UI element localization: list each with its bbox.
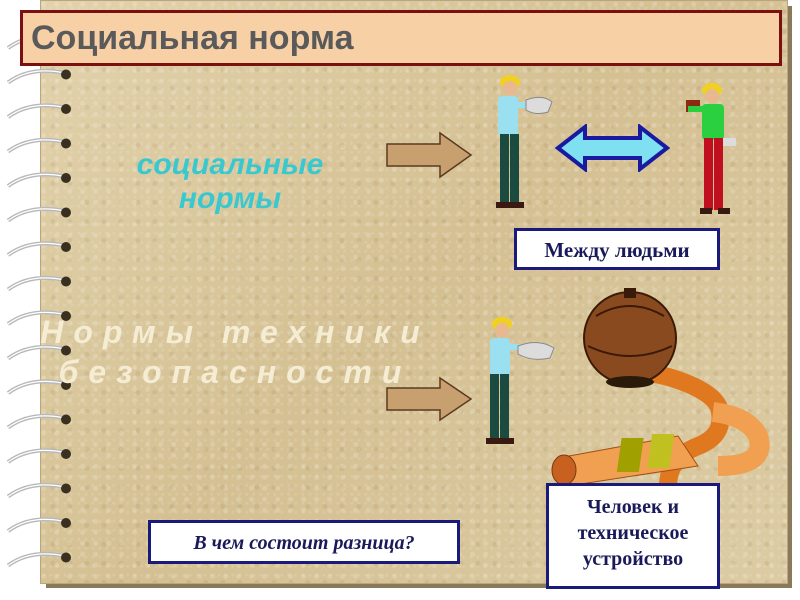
spiral-coil: [6, 517, 63, 533]
right-arrow-icon: [386, 131, 473, 179]
binding-hole: [61, 104, 71, 114]
technical-device-icon: [551, 288, 770, 486]
spiral-coil-highlight: [7, 518, 63, 532]
spiral-coil-highlight: [7, 70, 63, 83]
binding-hole: [61, 138, 71, 149]
binding-hole: [61, 552, 71, 563]
spiral-coil: [6, 241, 63, 257]
binding-hole: [61, 276, 71, 287]
spiral-coil-highlight: [7, 484, 63, 497]
spiral-coil-highlight: [7, 242, 63, 256]
binding-hole: [61, 311, 71, 321]
double-arrow-icon: [555, 124, 670, 172]
binding-hole: [61, 414, 71, 425]
human-device-line: техническое: [577, 522, 689, 544]
human-device-line: Человек и: [586, 496, 679, 518]
spiral-coil: [6, 103, 63, 119]
spiral-coil: [6, 482, 63, 499]
spiral-coil: [6, 206, 63, 223]
binding-hole: [61, 518, 71, 528]
binding-hole: [61, 173, 71, 183]
spiral-coil: [6, 413, 63, 430]
spiral-coil-highlight: [7, 311, 63, 325]
spiral-coil-highlight: [7, 208, 63, 221]
worker-man-icon: [486, 317, 555, 444]
spiral-coil-highlight: [7, 449, 63, 463]
binding-hole: [61, 483, 71, 494]
spiral-coil-highlight: [7, 277, 63, 290]
binding-hole: [61, 345, 71, 356]
binding-hole: [61, 69, 71, 80]
human-device-line: устройство: [582, 548, 684, 570]
spiral-coil: [6, 275, 63, 292]
spiral-coil-highlight: [7, 139, 63, 152]
human-device-box: Человек и техническое устройство: [546, 483, 720, 589]
worker-man-icon: [496, 75, 553, 208]
spiral-coil: [6, 68, 63, 85]
spiral-coil-highlight: [7, 104, 63, 118]
spiral-binding: [6, 34, 71, 568]
spiral-coil-highlight: [7, 380, 63, 394]
social-norms-label: социальные нормы: [136, 148, 324, 215]
binding-hole: [61, 380, 71, 390]
spiral-coil-highlight: [7, 553, 63, 566]
spiral-coil: [6, 172, 63, 188]
binding-hole: [61, 242, 71, 252]
right-arrow-icon: [386, 376, 473, 422]
slide-title: Социальная норма: [31, 19, 354, 57]
spiral-coil: [6, 551, 63, 568]
spiral-coil-highlight: [7, 346, 63, 359]
binding-hole: [61, 449, 71, 459]
binding-hole: [61, 207, 71, 218]
question-box: В чем состоит разница?: [148, 520, 460, 564]
spiral-coil-highlight: [7, 173, 63, 187]
spiral-coil: [6, 448, 63, 464]
title-bar: Социальная норма: [20, 10, 782, 66]
between-people-box: Между людьми: [514, 228, 720, 270]
spiral-coil: [6, 137, 63, 154]
safety-norms-label: Нормы техники безопасности: [40, 314, 430, 390]
spiral-coil-highlight: [7, 415, 63, 428]
worker-woman-icon: [686, 83, 736, 214]
